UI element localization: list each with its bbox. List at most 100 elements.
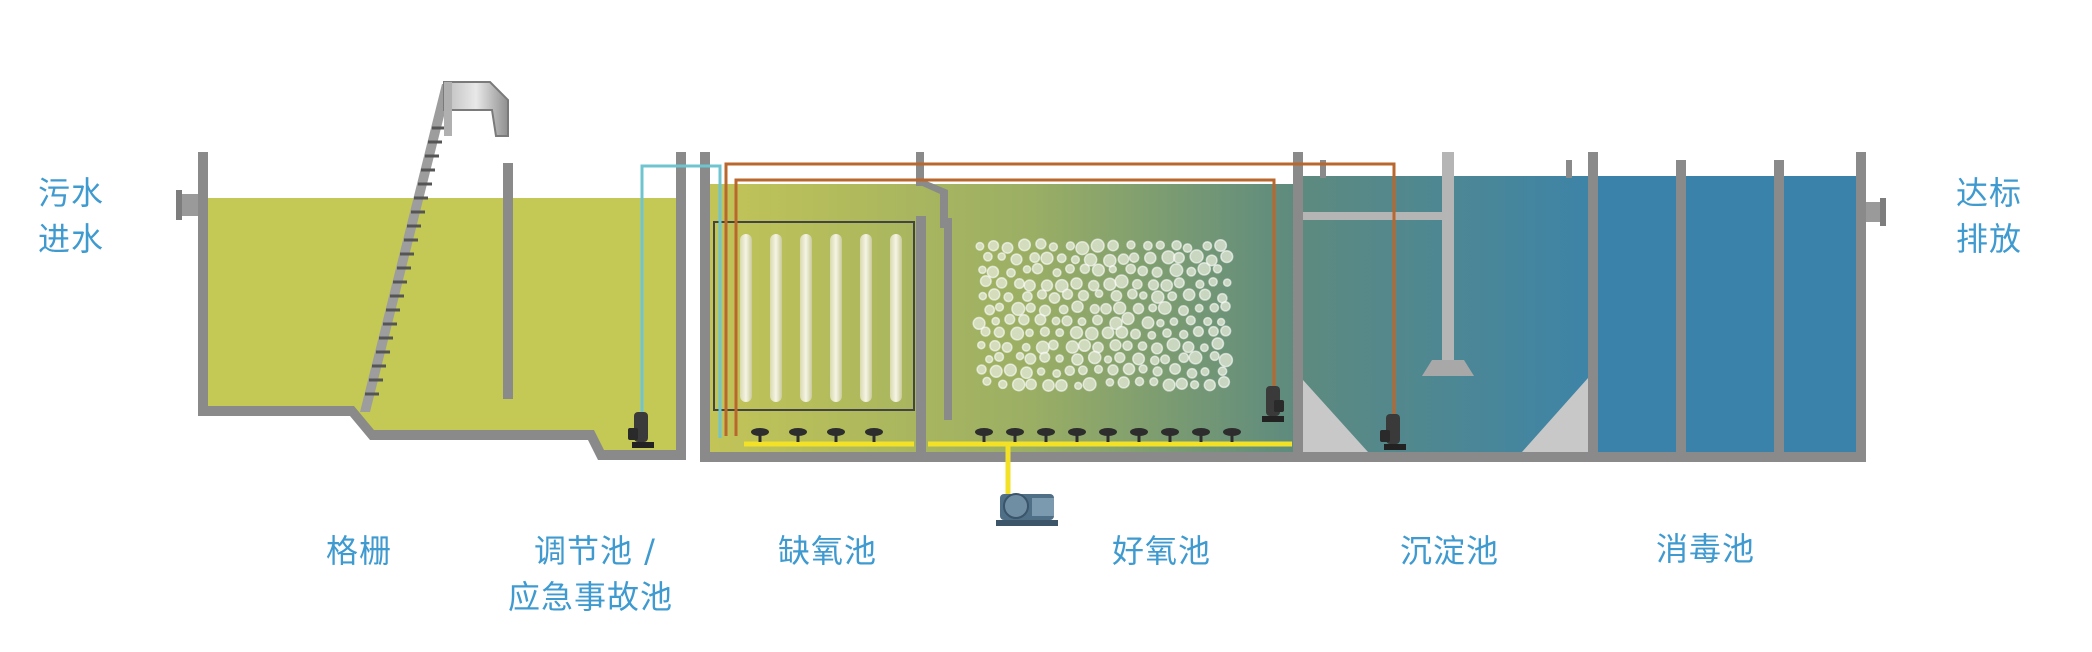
air-bubble xyxy=(1186,266,1197,277)
submersible-pump-icon xyxy=(628,412,654,448)
air-bubble xyxy=(1214,238,1228,253)
air-bubble xyxy=(1217,366,1228,377)
air-bubble xyxy=(1107,239,1120,252)
air-bubble xyxy=(1203,378,1217,392)
air-bubble xyxy=(1194,303,1204,313)
weir-left xyxy=(1320,160,1326,178)
air-bubble xyxy=(1036,367,1046,376)
label-equalization-line2: 应急事故池 xyxy=(508,578,673,616)
air-bubble xyxy=(1065,241,1076,251)
air-bubble xyxy=(1082,377,1097,392)
disinfection-baffle-2 xyxy=(1774,160,1784,452)
screen-rake-frame xyxy=(360,84,452,412)
air-bubble xyxy=(1040,251,1054,265)
air-bubble xyxy=(1071,300,1084,314)
air-bubble xyxy=(1070,277,1083,290)
air-bubble xyxy=(993,326,1006,339)
air-bubble xyxy=(1105,377,1115,387)
air-bubble xyxy=(1018,313,1030,326)
bio-tank-floor xyxy=(700,452,1866,462)
air-bubble xyxy=(1064,263,1076,274)
air-bubble xyxy=(1159,354,1171,365)
air-bubble xyxy=(1055,328,1065,338)
air-bubble xyxy=(1169,362,1182,375)
air-bubble xyxy=(1188,350,1203,365)
air-bubble xyxy=(1199,343,1209,353)
air-bubble xyxy=(1122,362,1136,376)
air-bubble xyxy=(1162,378,1176,392)
air-bubble xyxy=(1178,329,1189,340)
air-bubble xyxy=(1143,251,1157,265)
air-bubble xyxy=(986,265,1000,279)
anoxic-aerobic-partition xyxy=(916,216,926,452)
air-bubble xyxy=(1058,304,1069,315)
air-bubble xyxy=(1020,366,1033,380)
air-bubble xyxy=(989,364,1003,378)
air-bubble xyxy=(1155,240,1166,250)
disinfection-tank-water xyxy=(1598,176,1856,452)
air-bubble xyxy=(1220,300,1231,312)
air-bubble xyxy=(1169,317,1179,327)
disinfection-tank xyxy=(1598,152,1886,460)
air-bubble xyxy=(1200,367,1210,377)
air-bubble xyxy=(1212,263,1223,274)
air-bubble xyxy=(1013,278,1025,290)
baffle-top-bend xyxy=(918,180,948,228)
baffle-top-post xyxy=(916,152,924,186)
settle-disinfect-wall xyxy=(1588,152,1598,460)
lift-pipe xyxy=(640,164,722,438)
air-bubble xyxy=(1137,341,1148,352)
aeration-bubbles xyxy=(972,238,1234,392)
air-bubble xyxy=(1141,316,1155,330)
inlet-header xyxy=(1303,212,1443,220)
diffuser-head xyxy=(1037,428,1055,442)
air-bubble xyxy=(1029,252,1041,264)
diffuser-head xyxy=(975,428,993,442)
air-bubble xyxy=(1103,355,1113,364)
air-bubble xyxy=(1134,376,1145,387)
air-bubble xyxy=(1039,326,1051,337)
air-bubble xyxy=(1217,375,1231,389)
label-screen: 格栅 xyxy=(326,532,392,570)
air-bubble xyxy=(1025,378,1038,391)
air-bubble xyxy=(991,316,1001,326)
air-bubble xyxy=(1142,240,1153,251)
air-bubble xyxy=(975,241,985,251)
air-bubble xyxy=(1077,365,1088,376)
air-bubble xyxy=(1035,340,1050,355)
air-bubble xyxy=(1023,279,1036,292)
air-bubble xyxy=(1117,376,1130,389)
air-bubble xyxy=(976,364,987,375)
air-bubble xyxy=(1182,288,1196,302)
air-bubble xyxy=(1216,317,1226,327)
air-bubble xyxy=(1209,302,1220,313)
air-bubble xyxy=(1178,352,1190,364)
air-bubble xyxy=(1148,303,1158,313)
air-bubble xyxy=(1084,326,1099,341)
air-bubble xyxy=(972,316,986,331)
membrane-module-icon xyxy=(713,221,915,411)
settling-tank xyxy=(1303,152,1598,460)
air-bubble xyxy=(988,288,1001,301)
air-bubble xyxy=(1051,316,1061,326)
label-outlet-line1: 达标 xyxy=(1956,174,2022,212)
air-bubble xyxy=(1128,252,1140,263)
air-bubble xyxy=(1138,291,1148,300)
air-bubble xyxy=(1131,278,1143,290)
air-bubble xyxy=(1087,279,1100,292)
air-bubble xyxy=(1198,288,1212,301)
air-bubble xyxy=(1125,263,1137,275)
air-bubble xyxy=(1203,316,1213,327)
diffuser-head xyxy=(827,428,845,442)
air-bubble xyxy=(1169,263,1184,278)
air-bubble xyxy=(1031,262,1044,275)
air-bubble xyxy=(1218,352,1234,368)
air-bubble xyxy=(1157,300,1172,315)
air-bubble xyxy=(1034,313,1047,326)
air-bubble xyxy=(1052,368,1062,379)
air-bubble xyxy=(1108,265,1118,274)
aerobic-settle-wall xyxy=(1293,152,1303,460)
disinfection-wall-right xyxy=(1856,152,1866,460)
membrane-frame xyxy=(713,221,915,411)
air-bubble xyxy=(1147,330,1157,340)
